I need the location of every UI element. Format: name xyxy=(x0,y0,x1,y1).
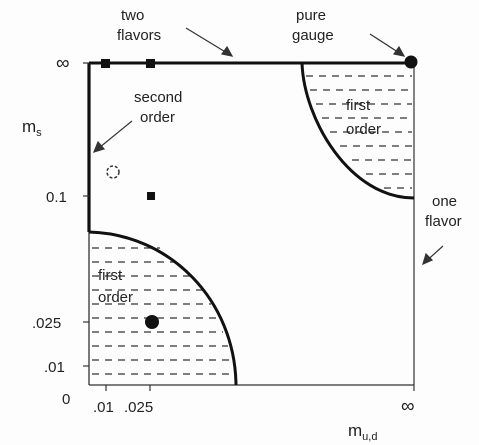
first-order-boundary-lower xyxy=(88,230,238,386)
label-first-order-upper-line1: first xyxy=(346,97,371,114)
first-order-boundary-upper xyxy=(300,62,415,200)
square-marker-top-2 xyxy=(146,59,155,68)
hatch-upper-right xyxy=(306,75,412,189)
label-pure-gauge-line1: pure xyxy=(296,7,326,24)
filled-circle-marker-lower xyxy=(145,315,159,329)
y-tick-0-01: .01 xyxy=(44,359,65,376)
label-second-order-line2: order xyxy=(140,109,175,126)
y-tick-0-1: 0.1 xyxy=(46,189,67,206)
y-axis-label: ms xyxy=(22,117,42,139)
label-first-order-lower-line2: order xyxy=(98,289,133,306)
label-first-order-lower-line1: first xyxy=(98,267,123,284)
open-circle-marker xyxy=(106,165,120,179)
square-marker-middle xyxy=(147,192,155,200)
filled-circle-marker-corner xyxy=(404,55,418,69)
label-one-flavor-line1: one xyxy=(432,193,457,210)
x-tick-0-025: .025 xyxy=(124,399,153,416)
label-two-flavors-line1: two xyxy=(121,7,144,24)
origin-label: 0 xyxy=(62,391,70,408)
label-two-flavors-line2: flavors xyxy=(117,27,161,44)
label-pure-gauge-line2: gauge xyxy=(292,27,334,44)
label-one-flavor-line2: flavor xyxy=(425,213,462,230)
label-first-order-upper-line2: order xyxy=(346,121,381,138)
square-marker-top-1 xyxy=(101,59,110,68)
x-tick-infinity: ∞ xyxy=(401,396,415,417)
x-tick-0-01: .01 xyxy=(93,399,114,416)
tick-marks xyxy=(83,62,415,391)
y-tick-infinity: ∞ xyxy=(56,53,70,74)
label-second-order-line1: second xyxy=(134,89,182,106)
y-tick-0-025: .025 xyxy=(32,315,61,332)
x-axis-label: mu,d xyxy=(348,421,377,443)
annotation-arrows xyxy=(92,27,444,266)
hatch-lower-left xyxy=(92,247,233,375)
